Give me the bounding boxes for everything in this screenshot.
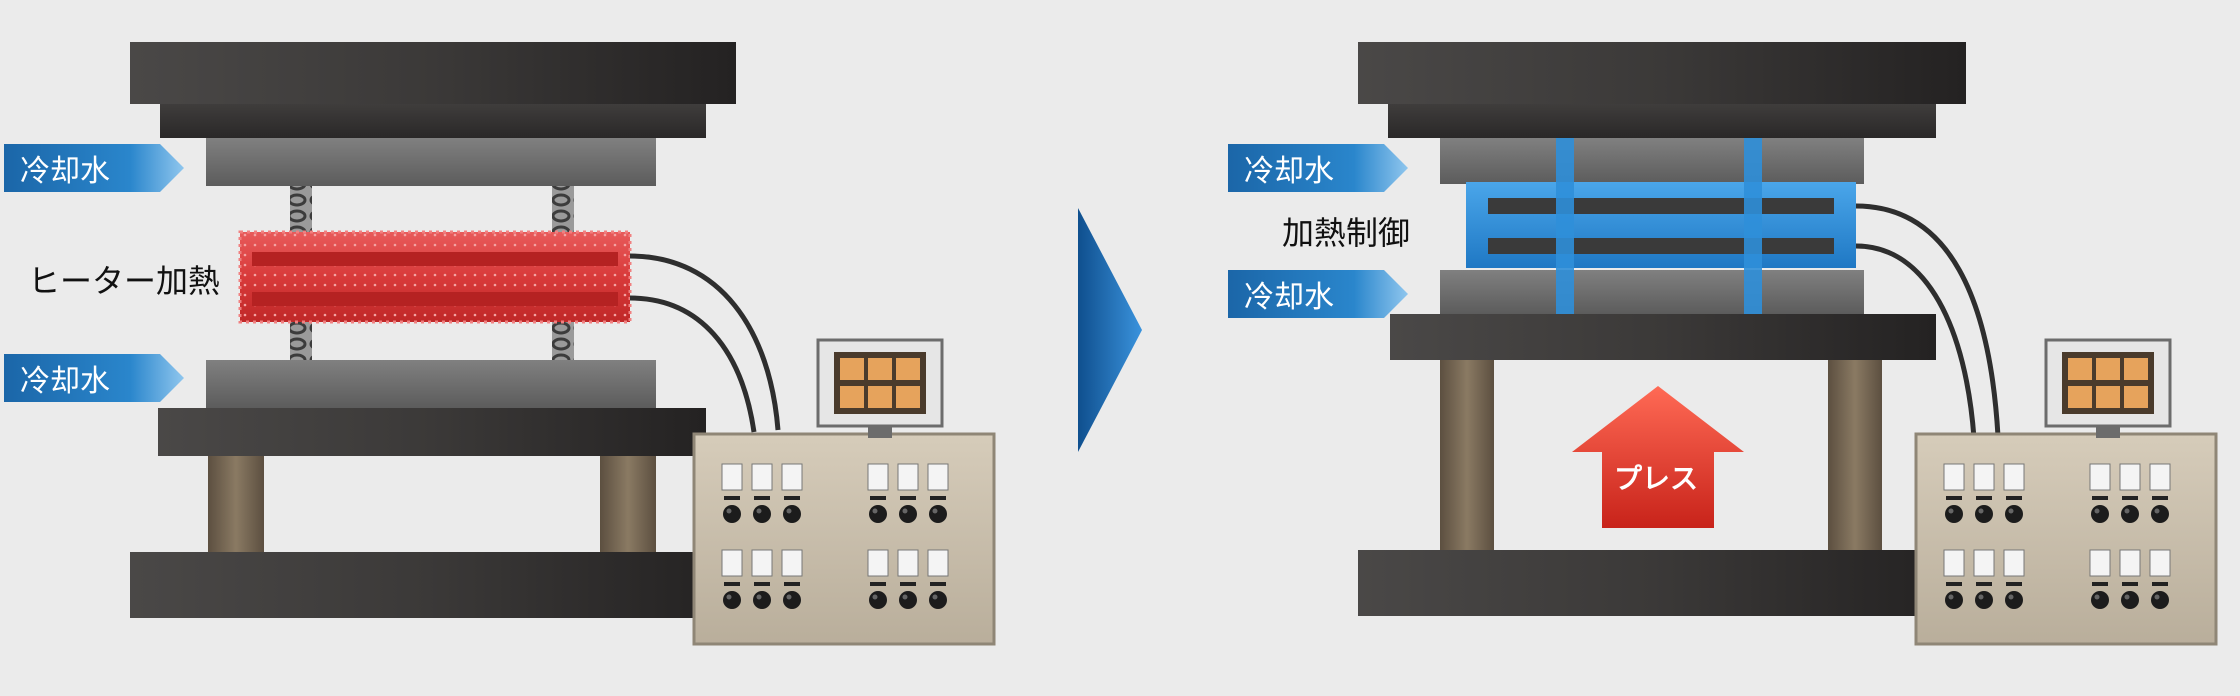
left-lower-cooling-platen	[206, 360, 656, 408]
right-control-cable	[1855, 243, 1977, 439]
left-base	[130, 552, 726, 618]
right-column	[1440, 360, 1494, 550]
arrow-up-icon: プレス	[1572, 386, 1744, 528]
right-cooling-bottom-label: 冷却水	[1244, 280, 1334, 315]
right-top-bolster	[1358, 42, 1966, 104]
left-control-box	[692, 432, 996, 646]
right-lower-cooling-platen	[1440, 270, 1864, 314]
right-moving-bed	[1390, 314, 1936, 360]
right-heat-control-block	[1466, 138, 1856, 314]
left-heater-cable	[629, 295, 757, 433]
left-chain-link	[552, 318, 574, 360]
left-cooling-top-label: 冷却水	[20, 154, 110, 189]
left-heater-cable	[629, 253, 781, 431]
left-column	[208, 456, 264, 552]
right-control-cable	[1855, 203, 2001, 437]
left-top-bolster	[130, 42, 736, 104]
right-press-machine: プレス 冷却水 冷却水 加熱制御	[1228, 42, 2218, 646]
right-cooling-top-label: 冷却水	[1244, 154, 1334, 189]
left-cooling-bottom-label: 冷却水	[20, 364, 110, 399]
left-cooling-bottom-tag: 冷却水	[4, 354, 184, 402]
triangle-right-icon	[1078, 208, 1142, 452]
right-base	[1358, 550, 1948, 616]
left-press-machine: 冷却水 冷却水 ヒーター加熱	[4, 42, 996, 646]
right-top-bolster-lower	[1388, 104, 1936, 138]
right-cooling-top-tag: 冷却水	[1228, 144, 1408, 192]
right-cooling-bottom-tag: 冷却水	[1228, 270, 1408, 318]
right-press-label: プレス	[1614, 462, 1698, 495]
left-top-bolster-lower	[160, 104, 706, 138]
left-heater-block	[238, 230, 632, 324]
left-control-monitor	[816, 338, 944, 438]
right-column	[1828, 360, 1882, 550]
right-heat-control-label: 加熱制御	[1282, 214, 1410, 252]
left-heater-label: ヒーター加熱	[28, 262, 220, 300]
left-chain-link	[552, 186, 574, 240]
left-chain-link	[290, 186, 312, 240]
left-cooling-top-tag: 冷却水	[4, 144, 184, 192]
left-lower-bed	[158, 408, 706, 456]
left-column	[600, 456, 656, 552]
left-upper-cooling-platen	[206, 138, 656, 186]
right-control-box	[1914, 432, 2218, 646]
right-control-monitor	[2044, 338, 2172, 438]
left-chain-link	[290, 318, 312, 360]
right-upper-cooling-platen	[1440, 138, 1864, 184]
